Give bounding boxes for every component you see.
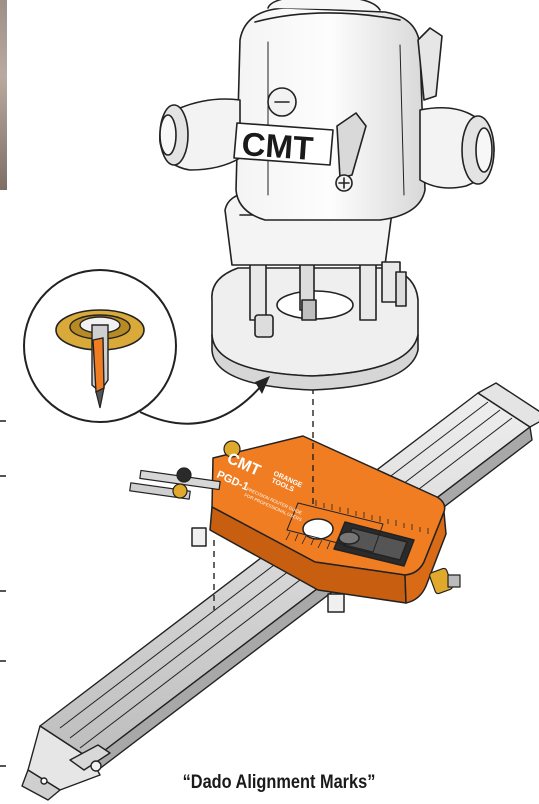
rail-end-cap — [21, 725, 111, 801]
diagram-caption: “Dado Alignment Marks” — [182, 772, 376, 793]
cropped-neighbor-image — [0, 0, 7, 190]
margin-mark — [0, 590, 6, 592]
arrow-head-icon — [255, 376, 270, 394]
margin-mark — [0, 765, 6, 767]
bit-detail-callout — [23, 269, 177, 423]
alignment-guide-lines — [213, 388, 314, 610]
router-brand-logo: CMT — [241, 125, 315, 167]
callout-arrow — [139, 384, 263, 425]
plunge-router — [159, 0, 495, 391]
router-guide-jig — [129, 435, 461, 613]
margin-mark — [0, 420, 6, 422]
margin-mark — [0, 660, 6, 662]
margin-mark — [0, 475, 6, 477]
